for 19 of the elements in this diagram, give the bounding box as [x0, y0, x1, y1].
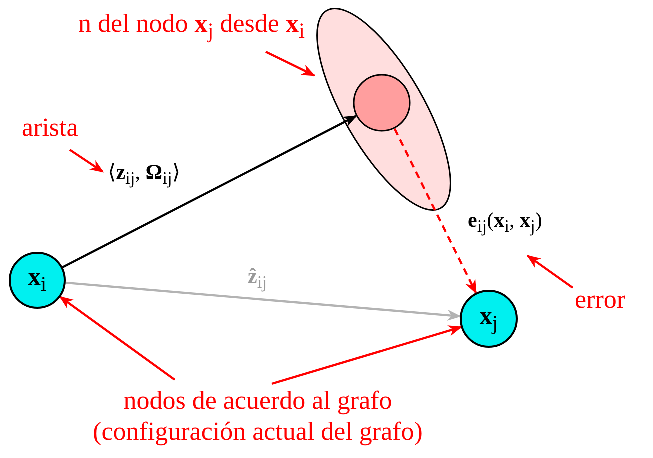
measurement-circle [353, 74, 411, 132]
leader-arrow [59, 296, 176, 381]
arrow [62, 115, 358, 268]
arrow [66, 282, 462, 322]
leader-arrow [69, 149, 104, 173]
annotation-text: arista [22, 112, 112, 146]
edge-label: e$_{ij}$(x$_{i}$, x$_{j}$) [468, 208, 542, 238]
leader-arrow [526, 255, 574, 289]
uncertainty-ellipse [317, 8, 451, 211]
edge-label: ẑ$_{ij}$ [248, 264, 268, 294]
annotation-text: n del nodo x$_{j}$ desde x$_{i}$ [0, 8, 305, 42]
graph-node: x$_{j}$ [460, 290, 518, 348]
annotation-text: nodos de acuerdo al grafo (configuración actual del grafo) [58, 385, 458, 455]
leader-arrow [272, 326, 463, 386]
leader-arrow [266, 51, 316, 77]
graph-node: x$_{i}$ [9, 252, 66, 309]
arrow [394, 128, 478, 294]
annotation-text: error [575, 284, 653, 318]
edge-label: ⟨z$_{ij}$, Ω$_{ij}$⟩ [108, 160, 181, 190]
